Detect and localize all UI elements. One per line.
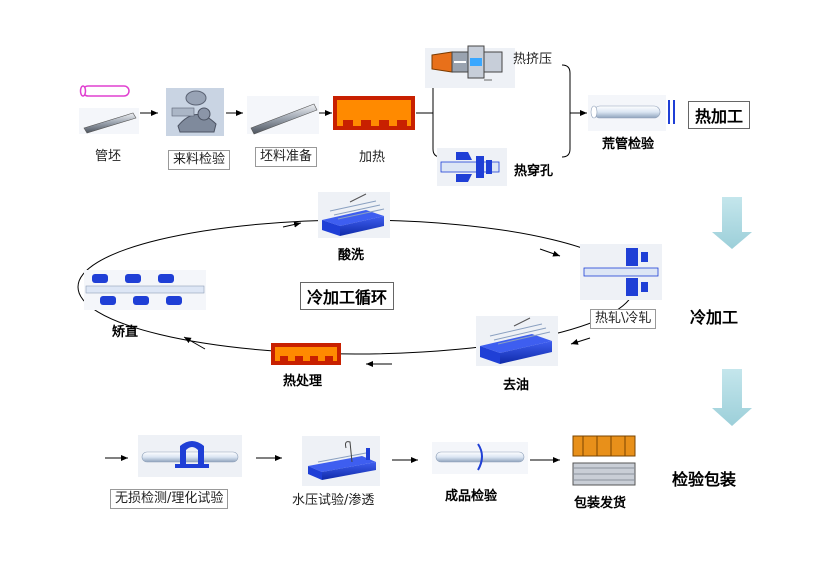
step-label-billet-preparation: 坯料准备 [255,147,318,167]
stage-label-inspection-packing: 检验包装 [672,470,737,489]
furnace-icon [333,96,415,130]
step-label-hydro-test: 水压试验/渗透 [292,493,375,508]
step-label-hot-piercing: 热穿孔 [514,164,554,179]
straightening-icon [84,270,206,310]
step-label-incoming-inspection: 来料检验 [168,150,231,170]
degreasing-icon [476,316,558,366]
step-label-packing: 包装发货 [574,496,627,511]
step-label-rolling: 热轧\冷轧 [590,309,657,329]
incoming-inspection-icon [166,88,224,136]
pickling-icon [318,192,390,238]
cold-cycle-title: 冷加工循环 [300,282,395,310]
step-label-straightening: 矫直 [112,325,139,340]
ndt-icon [138,435,242,477]
step-label-hot-extrusion: 热挤压 [513,52,553,67]
hot-piercing-icon [437,148,507,186]
step-label-heat-treatment: 热处理 [283,374,323,389]
step-label-product-check: 成品检验 [445,489,498,504]
rough-pipe-icon [588,95,675,131]
step-label-heating: 加热 [359,150,386,165]
step-label-degreasing: 去油 [503,378,530,393]
stage-label-cold-working: 冷加工 [690,308,739,327]
step-label-rough-pipe-inspection: 荒管检验 [602,137,655,152]
heat-treatment-furnace-icon [271,343,341,365]
product-check-icon [432,442,528,474]
stage-arrow-hot-to-cold [712,197,752,249]
step-label-pickling: 酸洗 [338,248,365,263]
packing-icon [572,435,636,486]
billet-preparation-icon [247,96,319,135]
step-label-billet: 管坯 [95,149,122,164]
stage-arrow-cold-to-final [712,369,752,426]
step-label-ndt: 无损检测/理化试验 [110,489,229,509]
stage-label-hot-working: 热加工 [688,101,751,129]
billet-icon [79,85,139,134]
rolling-mill-icon [580,244,662,300]
hot-extrusion-icon [425,45,515,88]
cycle-arrows [183,221,591,367]
hydro-test-icon [302,436,380,486]
